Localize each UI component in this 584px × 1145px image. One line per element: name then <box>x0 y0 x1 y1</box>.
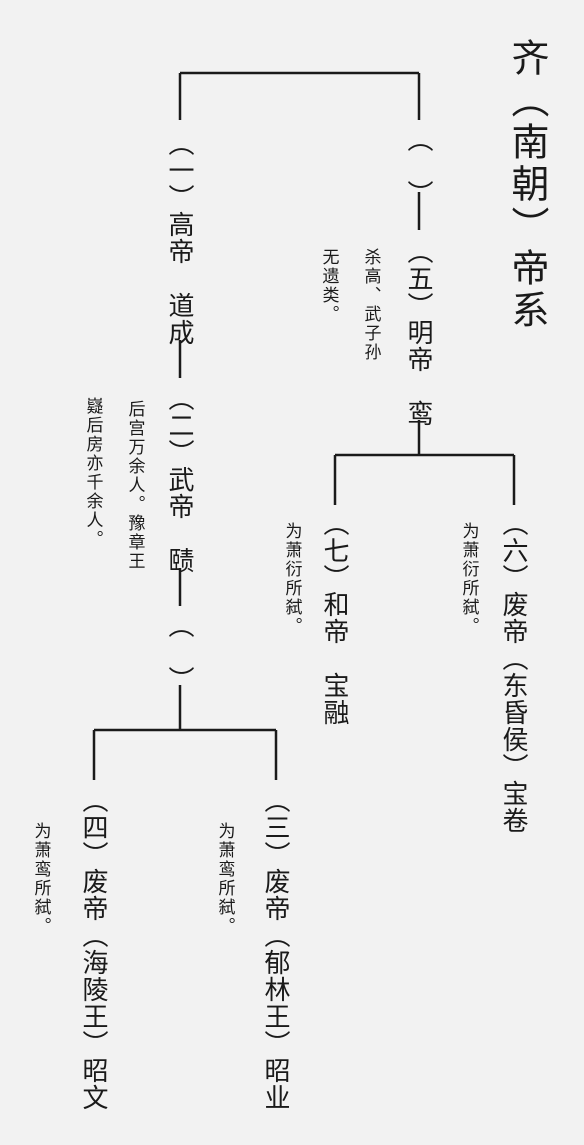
note-hailing: 为萧鸾所弑。 <box>30 822 51 936</box>
note-mingdi-b: 无遗类。 <box>318 248 339 324</box>
node-wudi: （二）武帝 赜 <box>164 385 194 574</box>
branch-3-4-line <box>92 685 278 780</box>
node-hedi: （七）和帝 宝融 <box>319 510 349 726</box>
branch-6-7-line <box>333 420 516 505</box>
note-wudi-a: 后宫万余人。豫章王 <box>124 400 145 571</box>
node-feidi-donghun: （六）废帝（东昏侯）宝卷 <box>498 510 528 834</box>
note-hedi: 为萧衍所弑。 <box>281 522 302 636</box>
top-bracket-line <box>178 71 421 120</box>
node-mingdi: （五）明帝 鸾 <box>403 238 433 427</box>
node-paren-top-right: （ ） <box>403 126 433 207</box>
node-feidi-hailing: （四）废帝（海陵王）昭文 <box>78 787 108 1111</box>
diagram-title: 齐（南朝）帝系 <box>505 38 549 332</box>
note-mingdi-a: 杀高、武子孙 <box>360 248 381 362</box>
node-feidi-yulin: （三）废帝（郁林王）昭业 <box>260 787 290 1111</box>
node-paren-wudi-son: （ ） <box>164 612 194 693</box>
note-yulin: 为萧鸾所弑。 <box>214 822 235 936</box>
node-gaodi: （一）高帝 道成 <box>164 130 194 346</box>
note-donghun: 为萧衍所弑。 <box>458 522 479 636</box>
note-wudi-b: 嶷后房亦千余人。 <box>82 397 103 549</box>
